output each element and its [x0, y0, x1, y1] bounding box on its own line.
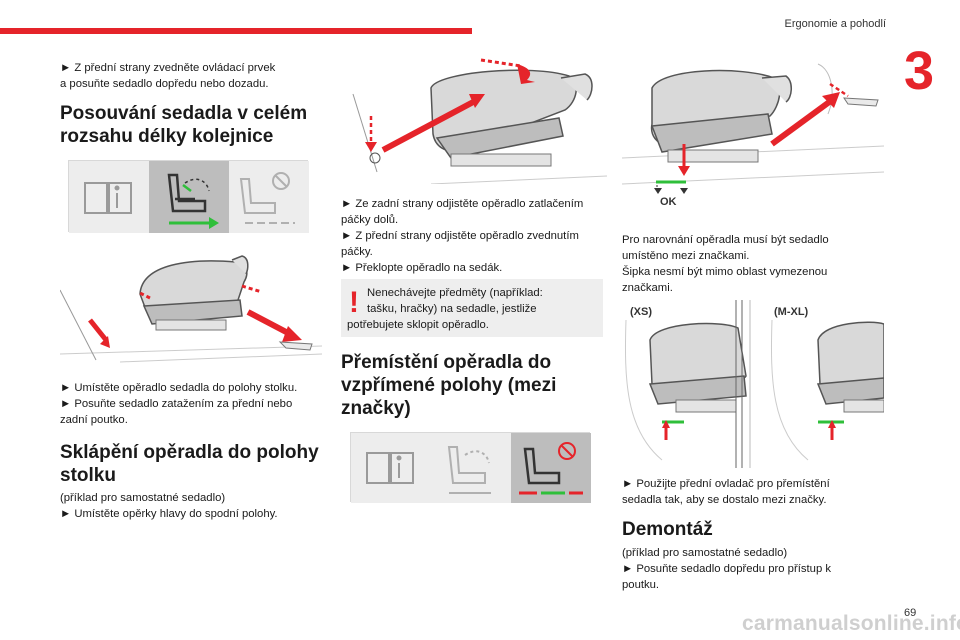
seat-fold-figure: [341, 54, 608, 185]
intro-text: ► Z přední strany zvedněte ovládací prve…: [60, 60, 322, 92]
heading-line: Posouvání sedadla v celém: [60, 103, 308, 124]
seat-sizes-illustration: [624, 300, 885, 468]
icon-panel-graphic: [351, 433, 591, 503]
instruction-line: ► Umístěte opěradlo sedadla do polohy st…: [60, 382, 298, 394]
page-number: 69: [904, 607, 917, 619]
warning-box: ! Nenechávejte předměty (například: tašk…: [341, 279, 603, 337]
icon-panel-reposition: [350, 432, 591, 503]
instruction-line: ► Umístěte opěrky hlavy do spodní polohy…: [60, 508, 278, 520]
slide-instructions: ► Umístěte opěradlo sedadla do polohy st…: [60, 380, 322, 428]
instruction-line: ► Z přední strany odjistěte opěradlo zve…: [341, 230, 579, 242]
seat-table-position-figure: [59, 250, 323, 374]
instruction-line: ► Posuňte sedadlo zatažením za přední ne…: [60, 398, 293, 410]
instruction-line: sedadla tak, aby se dostalo mezi značky.: [622, 494, 827, 506]
seat-marks-illustration: [621, 63, 885, 194]
size-label-xs: (XS): [630, 306, 652, 318]
icon-panel-slide: [68, 160, 309, 233]
heading-line: Přemístění opěradla do: [341, 352, 552, 373]
heading-line: značky): [341, 398, 411, 419]
instruction-line: ► Překlopte opěradlo na sedák.: [341, 262, 503, 274]
heading-line: rozsahu délky kolejnice: [60, 126, 274, 147]
seat-slide-icon: [447, 446, 491, 494]
heading-line: vzpřímené polohy (mezi: [341, 375, 557, 396]
intro-line: a posuňte sedadlo dopředu nebo dozadu.: [60, 78, 269, 90]
fold-instructions: (příklad pro samostatné sedadlo) ► Umíst…: [60, 490, 322, 522]
warning-line: Nenechávejte předměty (například:: [367, 287, 543, 299]
book-icon: [366, 452, 414, 484]
book-icon: [84, 182, 132, 214]
explanation-line: značkami.: [622, 282, 673, 294]
instruction-line: poutku.: [622, 579, 660, 591]
header-accent-bar: [0, 28, 472, 34]
seat-illustration: [59, 255, 323, 363]
warning-mark-icon: !: [349, 286, 359, 319]
instruction-line: páčky.: [341, 246, 373, 258]
warning-text: Nenechávejte předměty (například: tašku,…: [367, 285, 599, 317]
heading-slide-full-range: Posouvání sedadla v celém rozsahu délky …: [60, 102, 322, 148]
intro-line: ► Z přední strany zvedněte ovládací prve…: [60, 62, 276, 74]
seat-forbidden-icon: [239, 172, 295, 224]
removal-instructions: (příklad pro samostatné sedadlo) ► Posuň…: [622, 545, 884, 593]
watermark: carmanualsonline.info: [742, 612, 960, 635]
heading-reposition-backrest: Přemístění opěradla do vzpřímené polohy …: [341, 351, 607, 420]
icon-panel-graphic: [69, 161, 309, 233]
seat-fold-illustration: [352, 58, 608, 185]
warning-line-last: potřebujete sklopit opěradlo.: [347, 319, 489, 331]
instruction-line: (příklad pro samostatné sedadlo): [60, 492, 226, 504]
heading-removal: Demontáž: [622, 519, 713, 540]
chapter-number: 3: [904, 41, 935, 101]
warning-line: tašku, hračky) na sedadle, jestliže: [367, 303, 537, 315]
instruction-line: ► Použijte přední ovladač pro přemístění: [622, 478, 830, 490]
reposition-instructions: ► Použijte přední ovladač pro přemístění…: [622, 476, 884, 508]
section-title: Ergonomie a pohodlí: [784, 18, 886, 30]
explanation-line: Pro narovnání opěradla musí být sedadlo: [622, 234, 829, 246]
seat-sizes-figure: (XS) (M-XL): [622, 300, 885, 468]
heading-fold-to-table: Sklápění opěradla do polohy stolku: [60, 441, 322, 487]
unlock-instructions: ► Ze zadní strany odjistěte opěradlo zat…: [341, 196, 607, 276]
instruction-line: (příklad pro samostatné sedadlo): [622, 547, 788, 559]
explanation-line: umístěno mezi značkami.: [622, 250, 750, 262]
seat-forbidden-icon: [519, 442, 583, 495]
seat-position-marks-figure: OK: [621, 54, 885, 214]
instruction-line: ► Ze zadní strany odjistěte opěradlo zat…: [341, 198, 584, 210]
heading-line: Sklápění opěradla do polohy: [60, 442, 319, 463]
explanation-line: Šipka nesmí být mimo oblast vymezenou: [622, 266, 828, 278]
seat-slide-icon: [167, 173, 219, 229]
marks-explanation: Pro narovnání opěradla musí být sedadlo …: [622, 232, 884, 296]
instruction-line: zadní poutko.: [60, 414, 128, 426]
ok-label: OK: [660, 196, 677, 208]
heading-line: stolku: [60, 465, 116, 486]
instruction-line: páčky dolů.: [341, 214, 399, 226]
size-label-mxl: (M-XL): [774, 306, 809, 318]
instruction-line: ► Posuňte sedadlo dopředu pro přístup k: [622, 563, 832, 575]
